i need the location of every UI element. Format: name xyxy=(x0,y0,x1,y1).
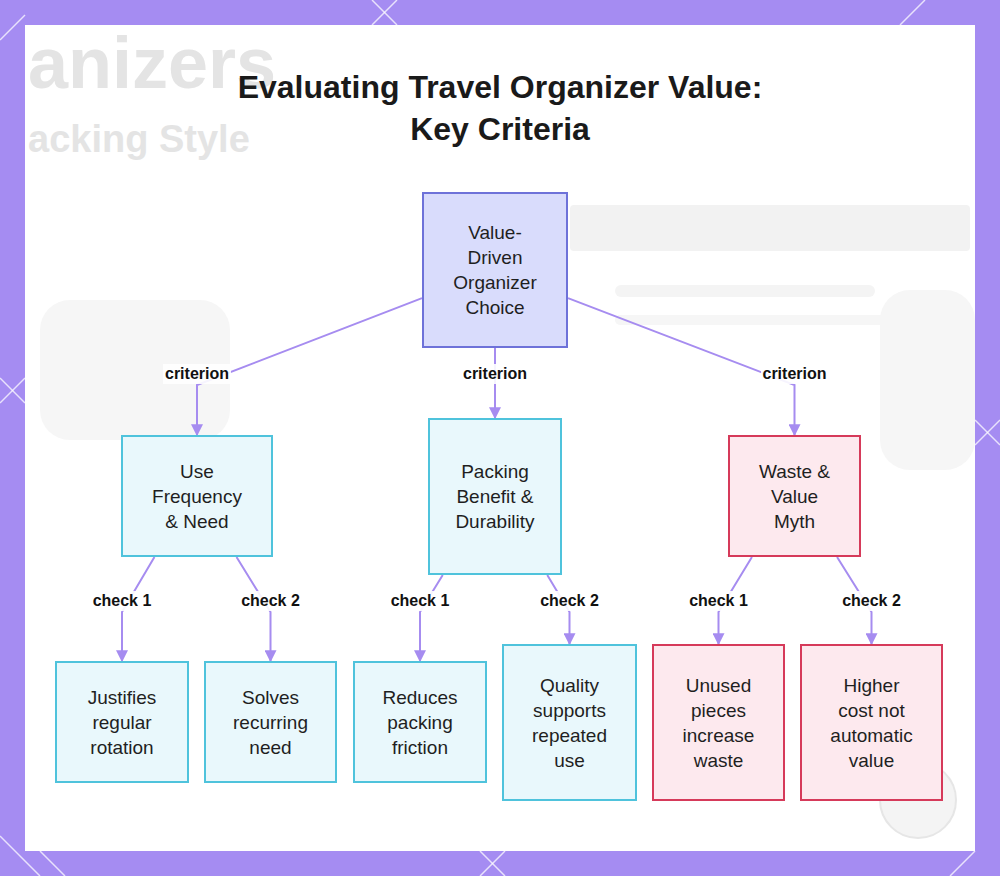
process-box: Solves recurring need xyxy=(204,661,337,783)
edge-label: criterion xyxy=(461,364,529,384)
node-text: Packing Benefit & Durability xyxy=(447,459,543,534)
deco-line xyxy=(480,851,505,876)
deco-line xyxy=(975,420,1000,445)
node-text: Quality supports repeated use xyxy=(521,673,618,773)
background-blob xyxy=(880,290,975,470)
deco-line xyxy=(0,836,40,876)
process-box: Unused pieces increase waste xyxy=(652,644,785,801)
node-text: Justifies regular rotation xyxy=(74,685,170,760)
deco-line xyxy=(0,378,25,403)
process-box: Higher cost not automatic value xyxy=(800,644,943,801)
background-line xyxy=(615,315,885,325)
edge-label: criterion xyxy=(760,364,828,384)
deco-line xyxy=(372,0,397,25)
deco-line xyxy=(0,378,25,403)
process-box: Waste & Value Myth xyxy=(728,435,861,557)
frame-inner xyxy=(25,25,975,851)
node-text: Value-Driven Organizer Choice xyxy=(449,220,541,320)
node-text: Unused pieces increase waste xyxy=(670,673,767,773)
edge-label: check 1 xyxy=(389,591,452,611)
process-box: Reduces packing friction xyxy=(353,661,487,783)
watermark-text: acking Style xyxy=(28,118,250,161)
process-box: Use Frequency & Need xyxy=(121,435,273,557)
background-bar xyxy=(570,205,970,251)
diagram-title: Evaluating Travel Organizer Value: Key C… xyxy=(210,66,790,150)
blurred-background xyxy=(40,205,975,838)
edge-label: check 1 xyxy=(687,591,750,611)
edge-label: check 2 xyxy=(840,591,903,611)
node-text: Solves recurring need xyxy=(222,685,319,760)
connector-line xyxy=(420,575,443,661)
edge-label: criterion xyxy=(163,364,231,384)
deco-line xyxy=(0,15,25,40)
deco-line xyxy=(372,0,397,25)
deco-line xyxy=(40,851,65,876)
process-box: Quality supports repeated use xyxy=(502,644,637,801)
process-box: Value-Driven Organizer Choice xyxy=(422,192,568,348)
node-text: Use Frequency & Need xyxy=(149,459,245,534)
node-text: Reduces packing friction xyxy=(372,685,468,760)
process-box: Justifies regular rotation xyxy=(55,661,189,783)
node-text: Higher cost not automatic value xyxy=(829,673,914,773)
deco-line xyxy=(900,0,925,25)
edge-label: check 2 xyxy=(538,591,601,611)
deco-line xyxy=(975,420,1000,445)
process-box: Packing Benefit & Durability xyxy=(428,418,562,575)
background-line xyxy=(615,285,875,297)
deco-line xyxy=(950,851,975,876)
edge-label: check 2 xyxy=(239,591,302,611)
deco-line xyxy=(480,851,505,876)
node-text: Waste & Value Myth xyxy=(754,459,835,534)
edge-label: check 1 xyxy=(91,591,154,611)
